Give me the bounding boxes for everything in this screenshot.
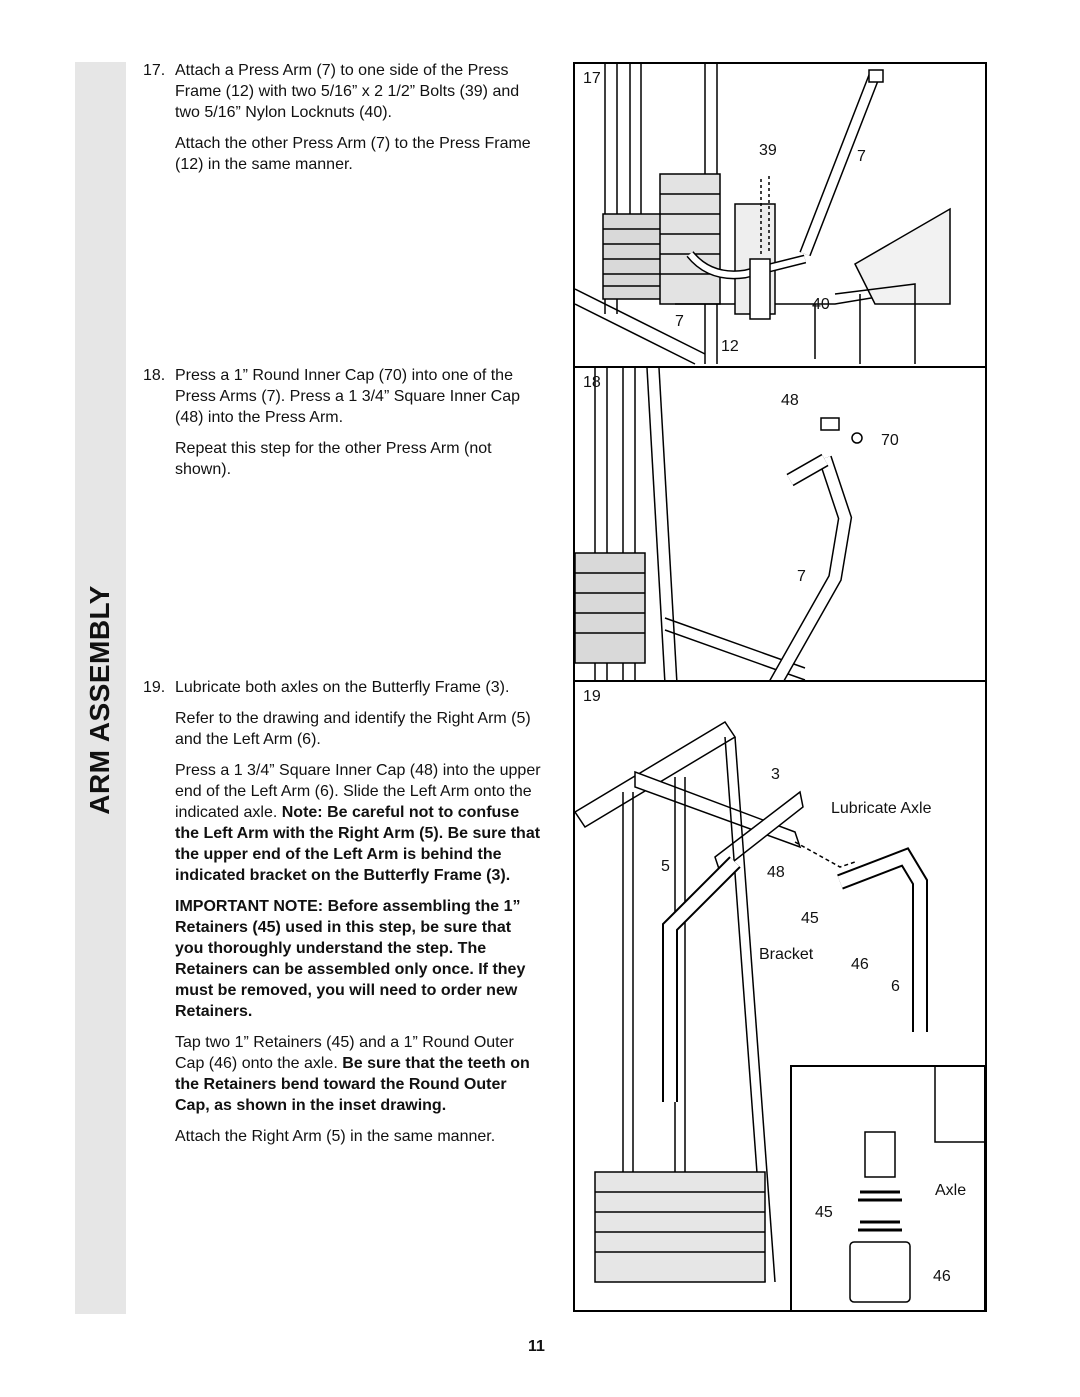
step-number: 17. bbox=[143, 62, 166, 79]
inset-label: Axle bbox=[935, 1182, 967, 1199]
part-label: 7 bbox=[675, 313, 684, 330]
step-number: 19. bbox=[143, 679, 166, 696]
section-side-bar bbox=[75, 62, 126, 1314]
part-label: 70 bbox=[881, 432, 899, 449]
part-label: 7 bbox=[797, 568, 806, 585]
bold-note: Be sure that the teeth on the Retainers … bbox=[175, 1055, 530, 1114]
inset-label: 45 bbox=[815, 1204, 833, 1221]
press-arm-assembly-drawing bbox=[575, 64, 951, 365]
step-number: 18. bbox=[143, 367, 166, 384]
step-paragraph: Attach the Right Arm (5) in the same man… bbox=[175, 1128, 496, 1145]
part-label: 7 bbox=[857, 148, 866, 165]
part-label: 40 bbox=[812, 296, 830, 313]
part-label: 46 bbox=[851, 956, 869, 973]
step-paragraph: Tap two 1” Retainers (45) and a 1” Round… bbox=[175, 1032, 543, 1116]
figure-step-19: 19 3 Lubricate Axle 5 48 45 Bracket 46 6… bbox=[573, 680, 987, 1312]
step-18: 18. Press a 1” Round Inner Cap (70) into… bbox=[143, 365, 543, 490]
figure-step-17: 17 39 7 40 7 12 bbox=[573, 62, 987, 368]
step-paragraph: Repeat this step for the other Press Arm… bbox=[175, 440, 492, 478]
part-label: 3 bbox=[771, 766, 780, 783]
step-paragraph: Press a 1 3/4” Square Inner Cap (48) int… bbox=[175, 760, 543, 886]
part-label: 39 bbox=[759, 142, 777, 159]
part-label: 45 bbox=[801, 910, 819, 927]
step-paragraph: Lubricate both axles on the Butterfly Fr… bbox=[175, 679, 510, 696]
part-label: Lubricate Axle bbox=[831, 800, 932, 817]
section-title: ARM ASSEMBLY bbox=[84, 585, 115, 815]
figure-step-number: 18 bbox=[583, 374, 601, 391]
bold-note: Note: Be careful not to confuse the Left… bbox=[175, 804, 541, 884]
part-label: 5 bbox=[661, 858, 670, 875]
step-paragraph: Press a 1” Round Inner Cap (70) into one… bbox=[175, 367, 521, 426]
normal-text: Tap two 1” Retainers (45) and a 1” Round… bbox=[175, 1034, 514, 1072]
part-label: 48 bbox=[767, 864, 785, 881]
figure-step-number: 19 bbox=[583, 688, 601, 705]
normal-text: Press a 1 3/4” Square Inner Cap (48) int… bbox=[175, 762, 541, 821]
step-paragraph: Refer to the drawing and identify the Ri… bbox=[175, 710, 531, 748]
step-paragraph: Attach the other Press Arm (7) to the Pr… bbox=[175, 135, 531, 173]
part-label: 48 bbox=[781, 392, 799, 409]
inset-label: 46 bbox=[933, 1268, 951, 1285]
page-number: 11 bbox=[528, 1338, 545, 1355]
part-label: 12 bbox=[721, 338, 739, 355]
part-label: 6 bbox=[891, 978, 900, 995]
part-label: Bracket bbox=[759, 946, 814, 963]
step-17: 17. Attach a Press Arm (7) to one side o… bbox=[143, 60, 543, 185]
figure-step-18: 18 48 70 7 bbox=[573, 366, 987, 682]
step-19: 19. Lubricate both axles on the Butterfl… bbox=[143, 677, 543, 1157]
butterfly-arm-drawing bbox=[575, 720, 985, 1310]
step-paragraph: Attach a Press Arm (7) to one side of th… bbox=[175, 62, 520, 121]
inner-cap-drawing bbox=[575, 368, 863, 680]
figure-step-number: 17 bbox=[583, 70, 601, 87]
important-note: IMPORTANT NOTE: Before assembling the 1”… bbox=[175, 898, 526, 1020]
